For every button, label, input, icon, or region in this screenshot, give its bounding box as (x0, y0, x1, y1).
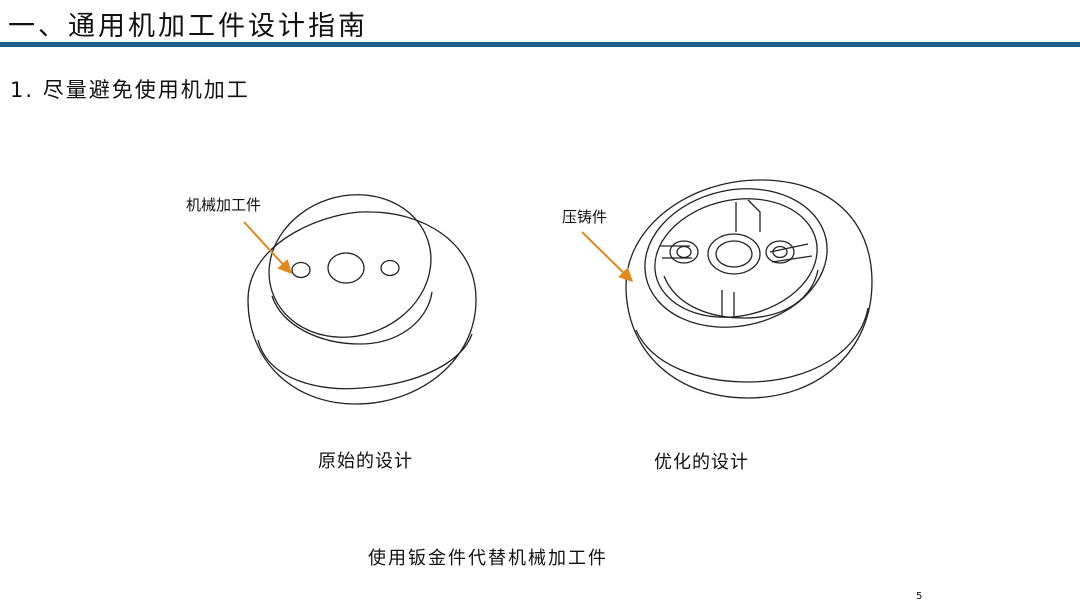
optimized-design-caption: 优化的设计 (654, 452, 749, 473)
die-cast-part-drawing (625, 179, 873, 399)
die-cast-body-outline (625, 179, 873, 399)
die-cast-spoke-top (735, 199, 761, 232)
die-cast-hub-inner (715, 240, 753, 268)
die-cast-left-boss-outer (669, 240, 699, 264)
die-cast-hub-outer (707, 233, 761, 275)
die-cast-spoke-left (660, 245, 692, 259)
machined-center-hole (327, 252, 365, 284)
machined-part-arrow (243, 221, 292, 275)
machined-boss-rim (271, 291, 433, 345)
page-number: 5 (916, 591, 923, 602)
die-cast-right-boss-inner (772, 245, 788, 259)
die-cast-part-label: 压铸件 (562, 208, 608, 226)
die-cast-part-arrow (581, 231, 633, 282)
page-title: 一、通用机加工件设计指南 (8, 11, 368, 42)
die-cast-left-boss-inner (676, 245, 692, 259)
die-cast-pocket-floor (663, 269, 819, 319)
machined-base-outline (247, 211, 477, 405)
die-cast-spoke-right (769, 243, 813, 263)
die-cast-base-edge (635, 307, 869, 383)
machined-right-hole (380, 259, 400, 277)
footer-caption: 使用钣金件代替机械加工件 (368, 548, 608, 569)
section-subtitle: 1. 尽量避免使用机加工 (10, 78, 250, 102)
machined-part-label: 机械加工件 (186, 196, 262, 214)
die-cast-right-boss-outer (765, 240, 795, 264)
die-cast-spoke-bottom (721, 290, 735, 318)
title-divider (0, 42, 1080, 47)
machined-left-hole (291, 261, 311, 279)
die-cast-rim-outer (644, 188, 828, 328)
machined-base-top-edge (257, 333, 473, 390)
die-cast-rim-inner (654, 198, 818, 318)
machined-part-drawing (247, 194, 477, 405)
original-design-caption: 原始的设计 (318, 451, 413, 472)
machined-boss-top (268, 194, 432, 338)
